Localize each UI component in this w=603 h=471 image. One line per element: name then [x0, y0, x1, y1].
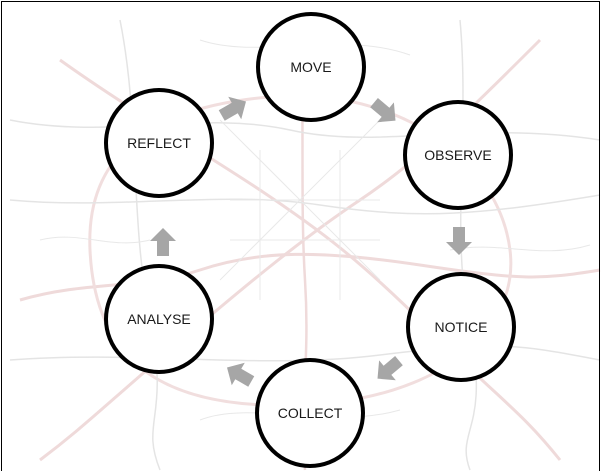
node-notice: NOTICE	[406, 272, 516, 382]
map-road	[9, 345, 601, 362]
arrow-analyse-to-reflect	[150, 228, 176, 256]
node-label-collect: COLLECT	[278, 405, 343, 421]
map-road	[39, 236, 151, 244]
arrow-observe-to-notice	[446, 227, 472, 255]
map-highway	[19, 252, 601, 302]
map-road	[9, 194, 601, 215]
node-label-observe: OBSERVE	[424, 147, 491, 163]
node-label-move: MOVE	[290, 59, 331, 75]
cycle-arrows	[150, 96, 472, 387]
arrow-move-to-observe	[370, 98, 396, 123]
node-label-analyse: ANALYSE	[127, 311, 191, 327]
arrow-reflect-to-move	[218, 96, 246, 121]
arrow-collect-to-analyse	[227, 362, 255, 387]
node-collect: COLLECT	[255, 358, 365, 468]
node-move: MOVE	[256, 12, 366, 122]
node-reflect: REFLECT	[104, 88, 214, 198]
node-observe: OBSERVE	[403, 100, 513, 210]
node-analyse: ANALYSE	[104, 264, 214, 374]
node-label-reflect: REFLECT	[127, 135, 191, 151]
cycle-nodes: MOVE OBSERVE NOTICE COLLECT ANALYSE REFL…	[104, 12, 516, 468]
node-label-notice: NOTICE	[435, 319, 488, 335]
arrow-notice-to-collect	[377, 356, 403, 381]
map-road	[449, 244, 591, 252]
